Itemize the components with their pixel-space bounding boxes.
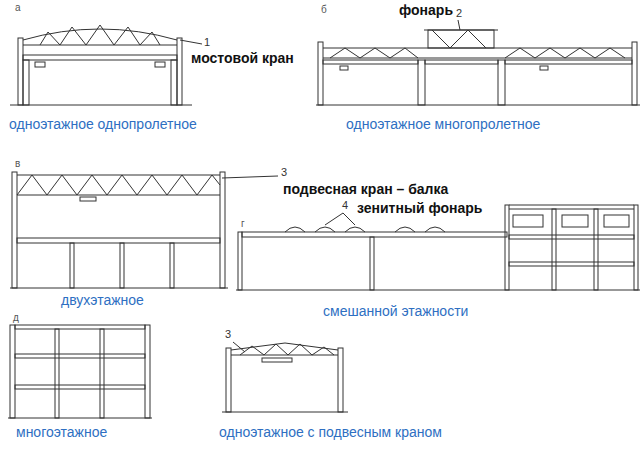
hoist-crane-section — [222, 343, 348, 412]
section-caption: одноэтажное многопролетное — [345, 116, 541, 132]
panel-letter: б — [320, 4, 328, 16]
part-name: зенитный фонарь — [356, 200, 483, 216]
part-name: фонарь — [398, 2, 454, 18]
multi-storey-section — [8, 325, 152, 418]
two-storey-section — [10, 172, 228, 288]
callout-number: 3 — [280, 166, 288, 179]
panel-letter: а — [14, 2, 22, 14]
part-name: мостовой кран — [190, 50, 295, 66]
section-caption: двухэтажное — [60, 292, 145, 308]
callout-number: 2 — [455, 7, 463, 20]
multi-span-section — [316, 30, 640, 105]
section-caption: смешанной этажности — [322, 303, 469, 319]
section-caption: многоэтажное — [15, 424, 108, 440]
callout-number: 4 — [341, 199, 349, 212]
section-caption: одноэтажное с подвесным краном — [218, 424, 443, 440]
callout-number: 1 — [203, 36, 211, 49]
callout-number: 3 — [224, 328, 232, 341]
mixed-storey-section — [236, 205, 640, 290]
panel-letter: д — [12, 312, 20, 324]
panel-letter: г — [240, 218, 246, 230]
single-span-section — [10, 25, 192, 105]
section-caption: одноэтажное однопролетное — [8, 116, 198, 132]
part-name: подвесная кран – балка — [282, 181, 449, 197]
panel-letter: в — [14, 158, 21, 170]
